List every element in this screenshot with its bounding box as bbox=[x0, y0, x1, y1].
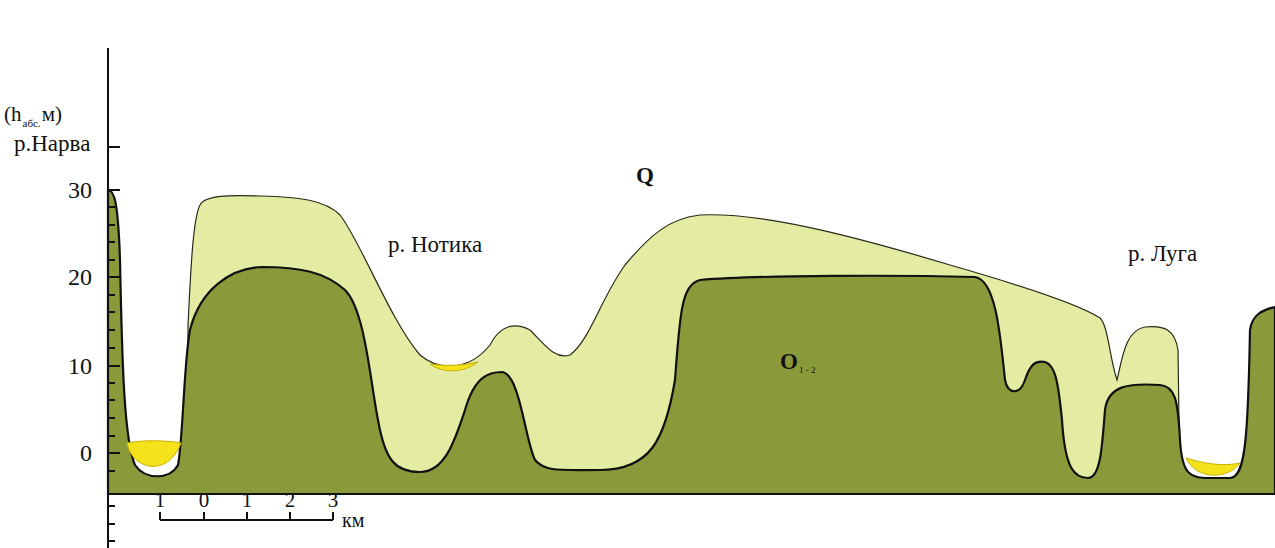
scale-value: 2 bbox=[285, 490, 296, 511]
river-name: р.Нарва bbox=[14, 132, 90, 155]
scale-unit: км bbox=[342, 510, 364, 530]
river-name: р. Луга bbox=[1128, 242, 1197, 265]
scale-value: 3 bbox=[328, 490, 339, 511]
alluvium-lens bbox=[127, 441, 181, 467]
axis-value: 10 bbox=[68, 354, 92, 378]
scale-value: 1 bbox=[155, 490, 166, 511]
axis-title-subscript: абс. bbox=[23, 118, 41, 129]
axis-value: 30 bbox=[68, 178, 92, 202]
height-axis bbox=[108, 48, 120, 548]
scale-value: 1 bbox=[242, 490, 253, 511]
scale-bar bbox=[160, 512, 333, 520]
layer-index-subscript: 1 - 2 bbox=[799, 366, 816, 375]
axis-title: (h bbox=[4, 104, 22, 125]
layer-index: Q bbox=[636, 164, 654, 187]
alluvium-lens bbox=[1186, 458, 1240, 475]
axis-value: 20 bbox=[68, 265, 92, 289]
axis-title: м) bbox=[42, 104, 62, 125]
river-name: р. Нотика bbox=[388, 233, 482, 256]
ordovician-layer bbox=[108, 190, 1275, 494]
axis-value: 0 bbox=[80, 441, 92, 465]
layer-index: O bbox=[780, 350, 798, 373]
scale-value: 0 bbox=[199, 490, 210, 511]
alluvium-lens bbox=[430, 362, 478, 371]
